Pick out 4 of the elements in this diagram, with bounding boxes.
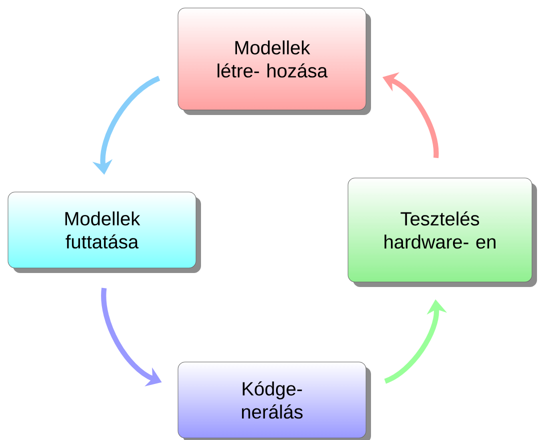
process-box: Kódge- nerálás xyxy=(178,362,371,440)
process-box: Modellek létre- hozása xyxy=(178,8,371,115)
process-box: Modellek futtatása xyxy=(8,192,201,273)
process-box: Tesztelés hardware- en xyxy=(348,178,537,287)
